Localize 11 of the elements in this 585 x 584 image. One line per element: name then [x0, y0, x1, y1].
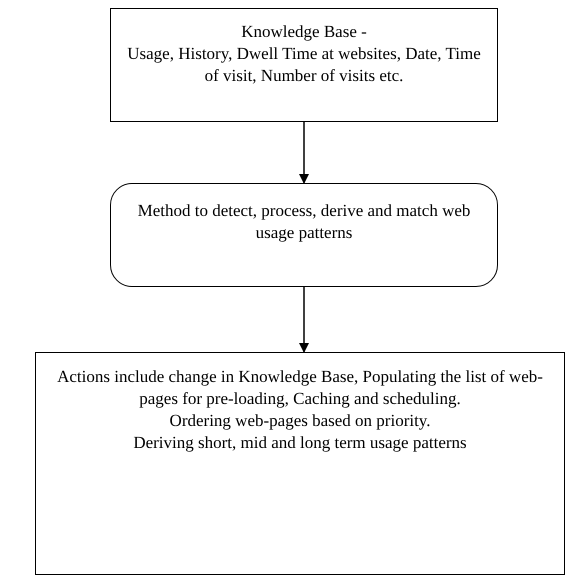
arrow [299, 122, 309, 184]
rounded-process-box [110, 183, 498, 287]
box-text: Method to detect, process, derive and match web usage patterns [136, 200, 472, 244]
arrow [299, 287, 309, 353]
box-text: Actions include change in Knowledge Base, Populating the list of web-pages for pre-loading, Caching and scheduling. [56, 366, 544, 410]
process-box [110, 8, 498, 122]
box-text: Ordering web-pages based on priority. [170, 410, 430, 432]
box-text: Knowledge Base - [241, 21, 367, 43]
process-box [35, 352, 565, 575]
box-text: Usage, History, Dwell Time at websites, Date, Time of visit, Number of visits etc. [126, 43, 482, 87]
box-text: Deriving short, mid and long term usage patterns [133, 432, 467, 454]
